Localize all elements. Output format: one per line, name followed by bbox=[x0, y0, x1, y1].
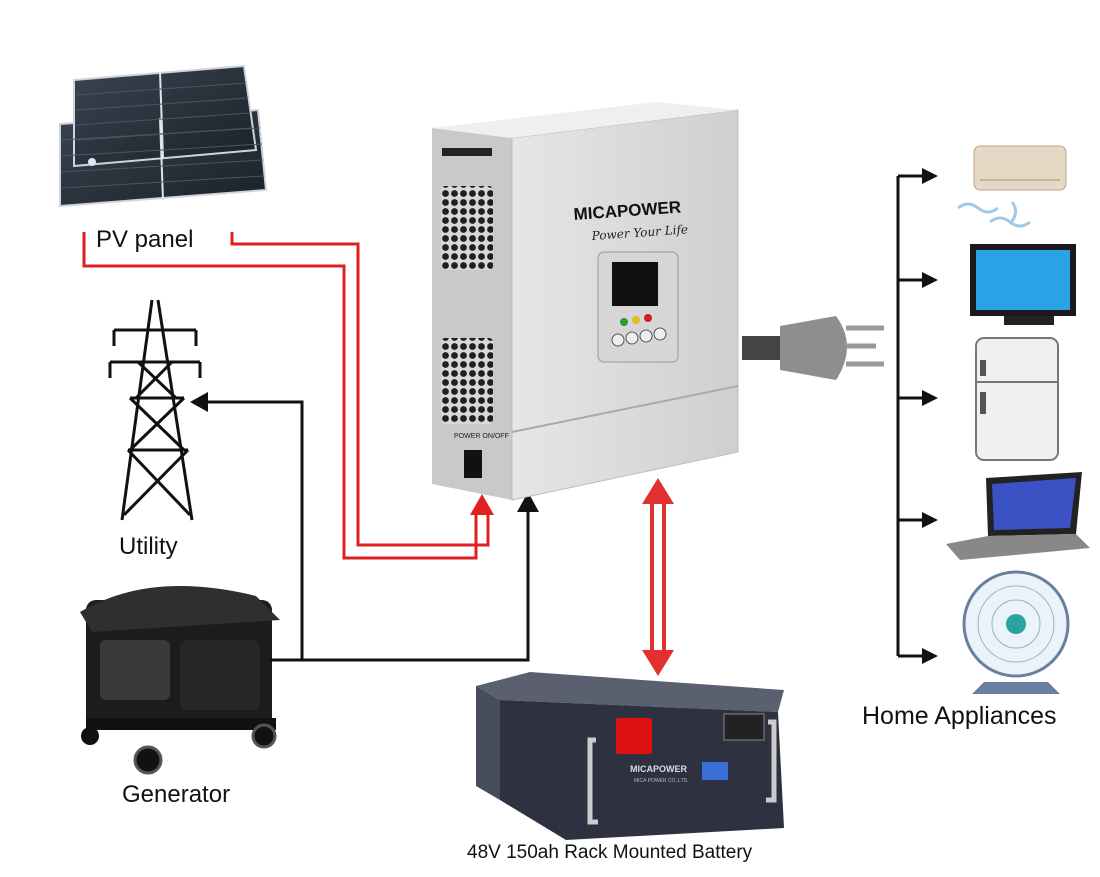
battery-company: MICA POWER CO.,LTD. bbox=[634, 778, 689, 784]
inverter-ac-arrow bbox=[517, 492, 539, 512]
appliance-arrows bbox=[922, 168, 938, 664]
utility-label: Utility bbox=[119, 533, 178, 560]
ac-connection-line bbox=[208, 400, 530, 662]
inverter-icon bbox=[432, 102, 739, 501]
utility-arrow bbox=[190, 392, 208, 412]
tv-icon bbox=[970, 244, 1076, 325]
battery-rack-icon bbox=[476, 672, 784, 840]
home-appliances-label: Home Appliances bbox=[862, 702, 1057, 730]
distribution-bus bbox=[896, 174, 924, 658]
inverter-power-switch-label: POWER ON/OFF bbox=[454, 433, 509, 440]
plug-icon bbox=[742, 316, 884, 380]
inverter-tagline: Power Your Life bbox=[590, 222, 688, 243]
generator-label: Generator bbox=[122, 781, 231, 808]
air-conditioner-icon bbox=[957, 145, 1067, 228]
battery-connection-arrow bbox=[642, 478, 674, 676]
utility-tower-icon bbox=[108, 299, 202, 521]
generator-icon bbox=[80, 586, 280, 775]
pv-panel-label: PV panel bbox=[96, 226, 194, 253]
laptop-icon bbox=[946, 472, 1090, 560]
battery-brand: MICAPOWER bbox=[630, 764, 687, 774]
refrigerator-icon bbox=[975, 337, 1059, 461]
pv-arrow bbox=[470, 494, 494, 515]
battery-label: 48V 150ah Rack Mounted Battery bbox=[467, 842, 753, 863]
solar-panel-icon bbox=[59, 64, 268, 208]
pv-connection-line bbox=[82, 232, 490, 560]
fan-icon bbox=[962, 570, 1070, 694]
